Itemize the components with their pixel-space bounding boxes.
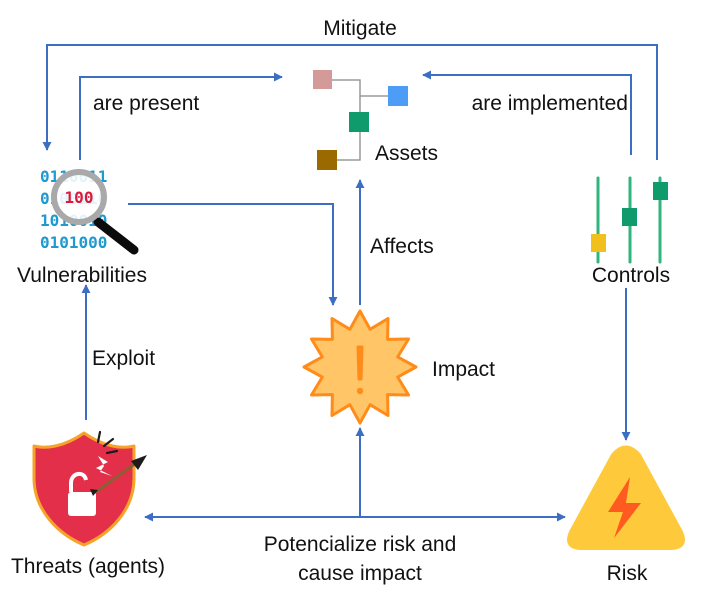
vulnerabilities-to-impact-arrow [128, 203, 338, 306]
impact-label: Impact [432, 358, 495, 381]
highlighted-bits: 100 [65, 188, 94, 207]
risk-label: Risk [607, 562, 648, 585]
controls-label: Controls [592, 264, 670, 287]
mitigate-arrow [42, 44, 658, 160]
are-present-label: are present [93, 92, 199, 115]
are-implemented-label: are implemented [472, 92, 628, 115]
affects-label: Affects [370, 235, 434, 258]
assets-label: Assets [375, 142, 438, 165]
vulnerabilities-label: Vulnerabilities [17, 264, 147, 287]
mitigate-label: Mitigate [323, 17, 397, 40]
binary-magnifier-icon: 0110011 0100110 1010010 0101000 100 [40, 167, 139, 255]
are-present-arrow [79, 72, 283, 160]
warning-burst-icon [302, 309, 418, 425]
are-implemented-arrow [422, 70, 632, 155]
asset-tree-icon [313, 70, 408, 170]
exploit-label: Exploit [92, 347, 155, 370]
threats-label: Threats (agents) [11, 555, 165, 578]
warning-triangle-bolt-icon [567, 445, 685, 550]
shield-lock-arrow-icon [32, 430, 147, 547]
binary-row: 0101000 [40, 233, 107, 252]
potencialize-label-line2: cause impact [298, 562, 422, 585]
potencialize-label-line1: Potencialize risk and [264, 533, 457, 556]
sliders-icon [591, 176, 668, 264]
